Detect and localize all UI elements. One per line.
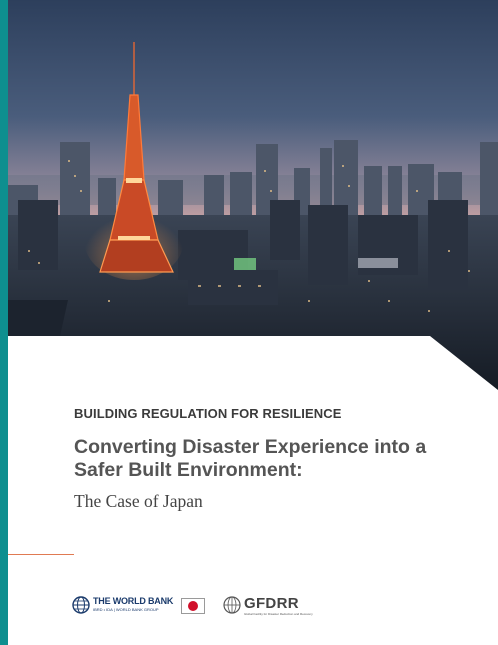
japan-flag-icon bbox=[181, 598, 205, 614]
world-bank-tagline: IBRD • IDA | WORLD BANK GROUP bbox=[93, 607, 159, 612]
title-line-2: Safer Built Environment: bbox=[74, 459, 303, 481]
series-label: BUILDING REGULATION FOR RESILIENCE bbox=[74, 406, 342, 421]
report-title: Converting Disaster Experience into a Sa… bbox=[74, 436, 474, 482]
japan-flag-sun bbox=[188, 601, 198, 611]
gfdrr-logo: GFDRR Global Facility for Disaster Reduc… bbox=[223, 594, 323, 620]
gfdrr-globe-icon bbox=[223, 596, 241, 614]
report-subtitle: The Case of Japan bbox=[74, 491, 203, 511]
title-line-1: Converting Disaster Experience into a bbox=[74, 436, 427, 458]
world-bank-name: THE WORLD BANK bbox=[93, 596, 174, 606]
world-bank-globe-icon bbox=[72, 596, 90, 614]
accent-bar bbox=[0, 0, 8, 645]
gfdrr-tagline: Global Facility for Disaster Reduction a… bbox=[244, 612, 313, 616]
divider-rule bbox=[8, 554, 74, 555]
cover-photo-tokyo-skyline bbox=[8, 0, 498, 390]
world-bank-logo: THE WORLD BANK IBRD • IDA | WORLD BANK G… bbox=[72, 594, 174, 620]
gfdrr-name: GFDRR bbox=[244, 595, 299, 612]
